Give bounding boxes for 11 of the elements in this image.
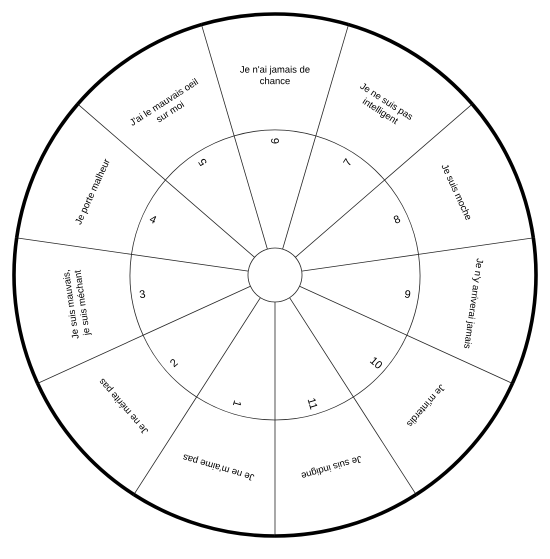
wheel-sector: 4 <box>131 180 255 272</box>
wheel-sector: 7 <box>282 135 385 258</box>
wheel-sector: 3 <box>130 254 251 336</box>
wheel-sector: 9 <box>299 254 420 336</box>
wheel-sector: Je suis moche <box>418 102 536 255</box>
wheel-sector: 5 <box>165 135 268 258</box>
wheel-sector: Je n'ai jamais de chance <box>201 12 349 136</box>
wheel-sector: 1 <box>196 297 276 420</box>
wheel-sector: 6 <box>234 130 316 250</box>
wheel-sector: 11 <box>274 297 354 420</box>
wheel-sector: 8 <box>295 180 419 272</box>
